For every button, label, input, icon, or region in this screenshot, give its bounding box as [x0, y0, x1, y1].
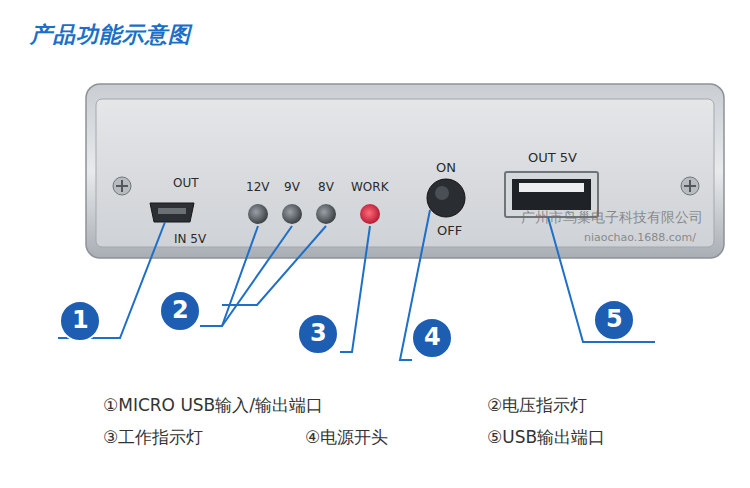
callout-number: 5	[606, 306, 623, 334]
port-label: IN 5V	[174, 233, 206, 247]
function-note: ⑤USB输出端口	[487, 428, 605, 448]
led-label: 9V	[284, 181, 300, 195]
port-label: OUT 5V	[528, 151, 577, 166]
callout-number: 2	[172, 297, 189, 325]
callout-number: 1	[72, 307, 89, 335]
function-note: ②电压指示灯	[487, 396, 587, 416]
page-title: 产品功能示意图	[30, 22, 191, 47]
watermark: 广州市鸟巢电子科技有限公司	[521, 209, 703, 225]
function-note: ④电源开头	[305, 428, 388, 448]
port-label: OUT	[173, 177, 199, 191]
callout-number: 4	[424, 324, 441, 352]
function-note: ①MICRO USB输入/输出端口	[103, 396, 323, 416]
led-label: WORK	[351, 181, 389, 195]
switch-label: OFF	[437, 224, 462, 239]
led-label: 12V	[246, 181, 269, 195]
switch-label: ON	[436, 161, 456, 176]
function-note: ③工作指示灯	[103, 428, 203, 448]
led-label: 8V	[318, 181, 334, 195]
watermark: niaochao.1688.com/	[584, 232, 696, 245]
callout-number: 3	[310, 320, 327, 348]
